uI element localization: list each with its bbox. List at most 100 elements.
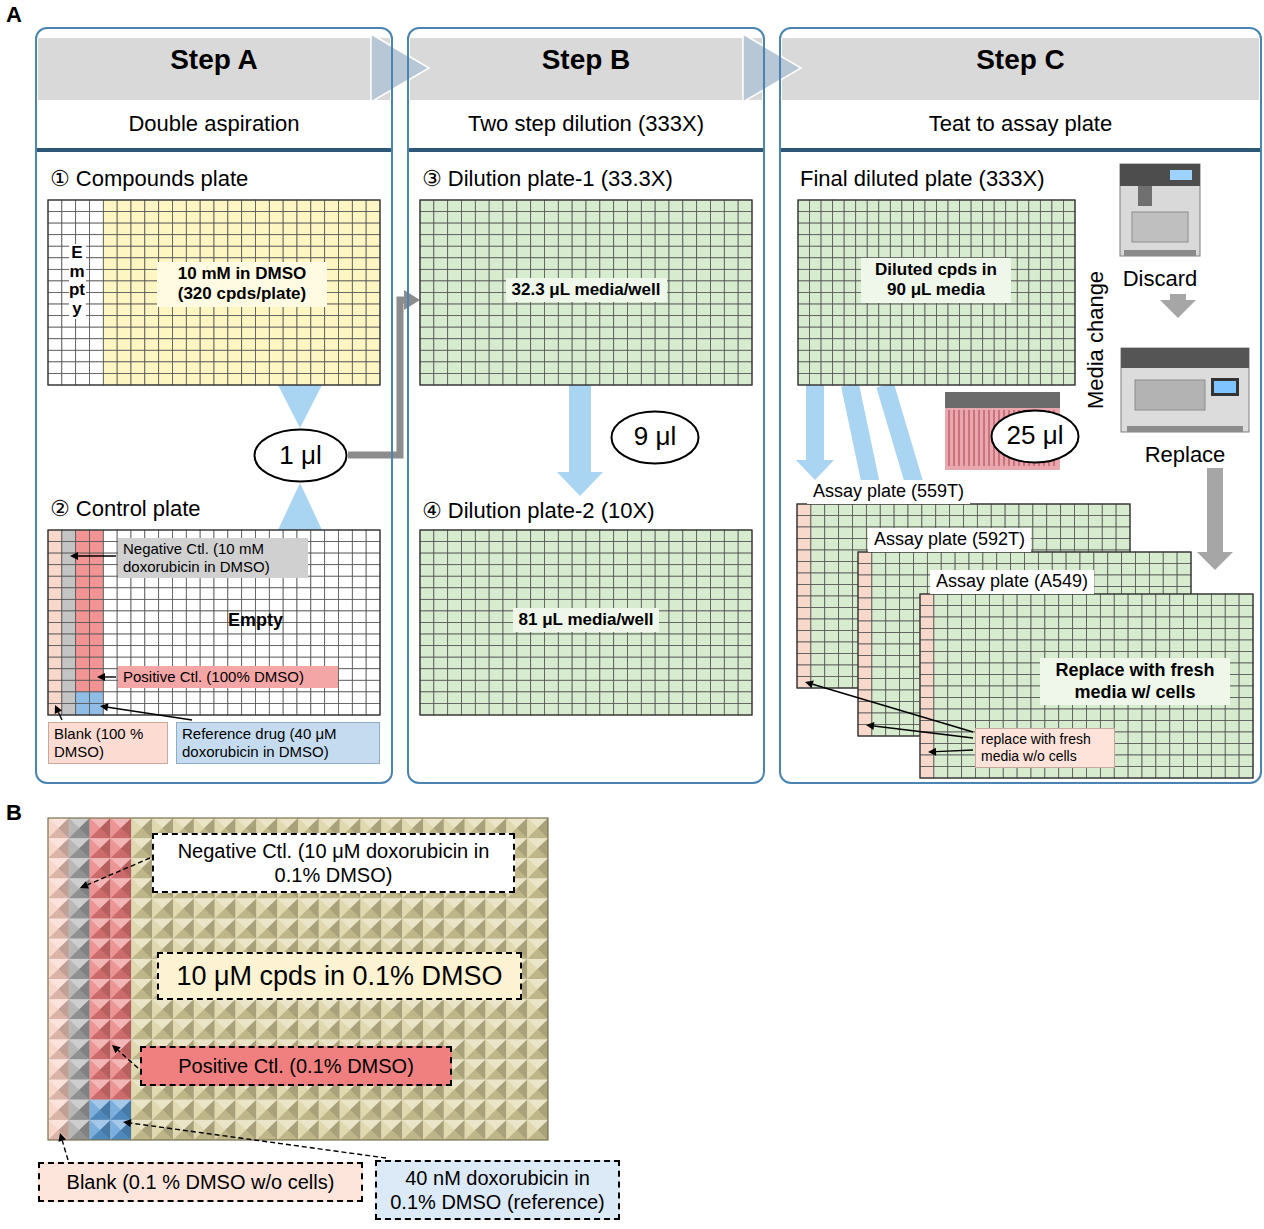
well	[90, 919, 111, 939]
block-arrow	[796, 385, 834, 480]
well-facet	[173, 1009, 194, 1019]
well	[465, 1100, 486, 1120]
well	[366, 200, 380, 212]
well	[277, 899, 298, 919]
well-facet	[361, 1090, 382, 1100]
well	[506, 1080, 527, 1100]
well	[340, 1019, 361, 1039]
well-facet	[152, 909, 173, 919]
well-facet	[194, 1029, 215, 1039]
well	[145, 200, 159, 212]
well-facet	[111, 909, 132, 919]
well-facet	[486, 929, 507, 939]
well	[111, 1120, 132, 1140]
well	[69, 939, 90, 959]
well	[527, 979, 548, 999]
well-facet	[465, 1090, 486, 1100]
well	[215, 999, 236, 1019]
well	[277, 1120, 298, 1140]
well	[402, 1100, 423, 1120]
well	[76, 212, 90, 224]
well	[69, 1100, 90, 1120]
well	[69, 878, 90, 898]
well-facet	[236, 909, 257, 919]
well	[152, 919, 173, 939]
well	[69, 979, 90, 999]
well-facet	[527, 969, 548, 979]
well	[69, 838, 90, 858]
well	[215, 899, 236, 919]
well-facet	[48, 1090, 69, 1100]
well	[506, 1060, 527, 1080]
well	[527, 939, 548, 959]
chevron-shape	[371, 34, 429, 102]
well-facet	[131, 868, 152, 878]
well-facet	[90, 1009, 111, 1019]
well	[256, 1100, 277, 1120]
well-facet	[236, 1009, 257, 1019]
well	[152, 1120, 173, 1140]
well-facet	[48, 949, 69, 959]
well	[48, 979, 69, 999]
well	[111, 979, 132, 999]
well-facet	[69, 1070, 90, 1080]
well-facet	[90, 828, 111, 838]
well-facet	[256, 1090, 277, 1100]
well-facet	[152, 1090, 173, 1100]
well	[340, 999, 361, 1019]
well	[298, 1100, 319, 1120]
aspiration-arrow	[278, 385, 322, 428]
well-facet	[527, 949, 548, 959]
well-facet	[298, 1110, 319, 1120]
chevron-shape	[743, 34, 801, 102]
well-facet	[90, 1090, 111, 1100]
well	[236, 899, 257, 919]
well	[465, 1080, 486, 1100]
well	[486, 919, 507, 939]
well-facet	[465, 1070, 486, 1080]
well	[283, 200, 297, 212]
well-facet	[256, 929, 277, 939]
well	[194, 1019, 215, 1039]
well-facet	[131, 1009, 152, 1019]
well-facet	[256, 1110, 277, 1120]
well-facet	[381, 1009, 402, 1019]
well-facet	[69, 1029, 90, 1039]
well	[423, 899, 444, 919]
well	[90, 1120, 111, 1140]
well	[256, 899, 277, 919]
well	[152, 1100, 173, 1120]
well-facet	[256, 909, 277, 919]
well-facet	[402, 909, 423, 919]
well	[69, 858, 90, 878]
well-facet	[402, 1029, 423, 1039]
well	[381, 919, 402, 939]
well	[131, 878, 152, 898]
leader-line	[131, 1123, 386, 1158]
well	[111, 1039, 132, 1059]
well-facet	[423, 1090, 444, 1100]
well	[319, 999, 340, 1019]
well-facet	[111, 949, 132, 959]
well	[76, 200, 90, 212]
well-facet	[381, 1029, 402, 1039]
well-facet	[298, 1029, 319, 1039]
well-facet	[48, 1110, 69, 1120]
well-facet	[340, 929, 361, 939]
well-facet	[236, 1110, 257, 1120]
compound-plate: ① Compounds plateEmpty10 mM in DMSO (320…	[48, 200, 380, 385]
well-facet	[277, 1130, 298, 1140]
well-facet	[194, 1130, 215, 1140]
well-facet	[131, 909, 152, 919]
header-band	[410, 38, 762, 100]
well-facet	[152, 1029, 173, 1039]
well-facet	[506, 909, 527, 919]
well	[131, 1019, 152, 1039]
well-facet	[486, 1029, 507, 1039]
well	[131, 939, 152, 959]
well-facet	[69, 969, 90, 979]
well-facet	[506, 1049, 527, 1059]
well	[361, 919, 382, 939]
well	[90, 979, 111, 999]
well-facet	[402, 1009, 423, 1019]
